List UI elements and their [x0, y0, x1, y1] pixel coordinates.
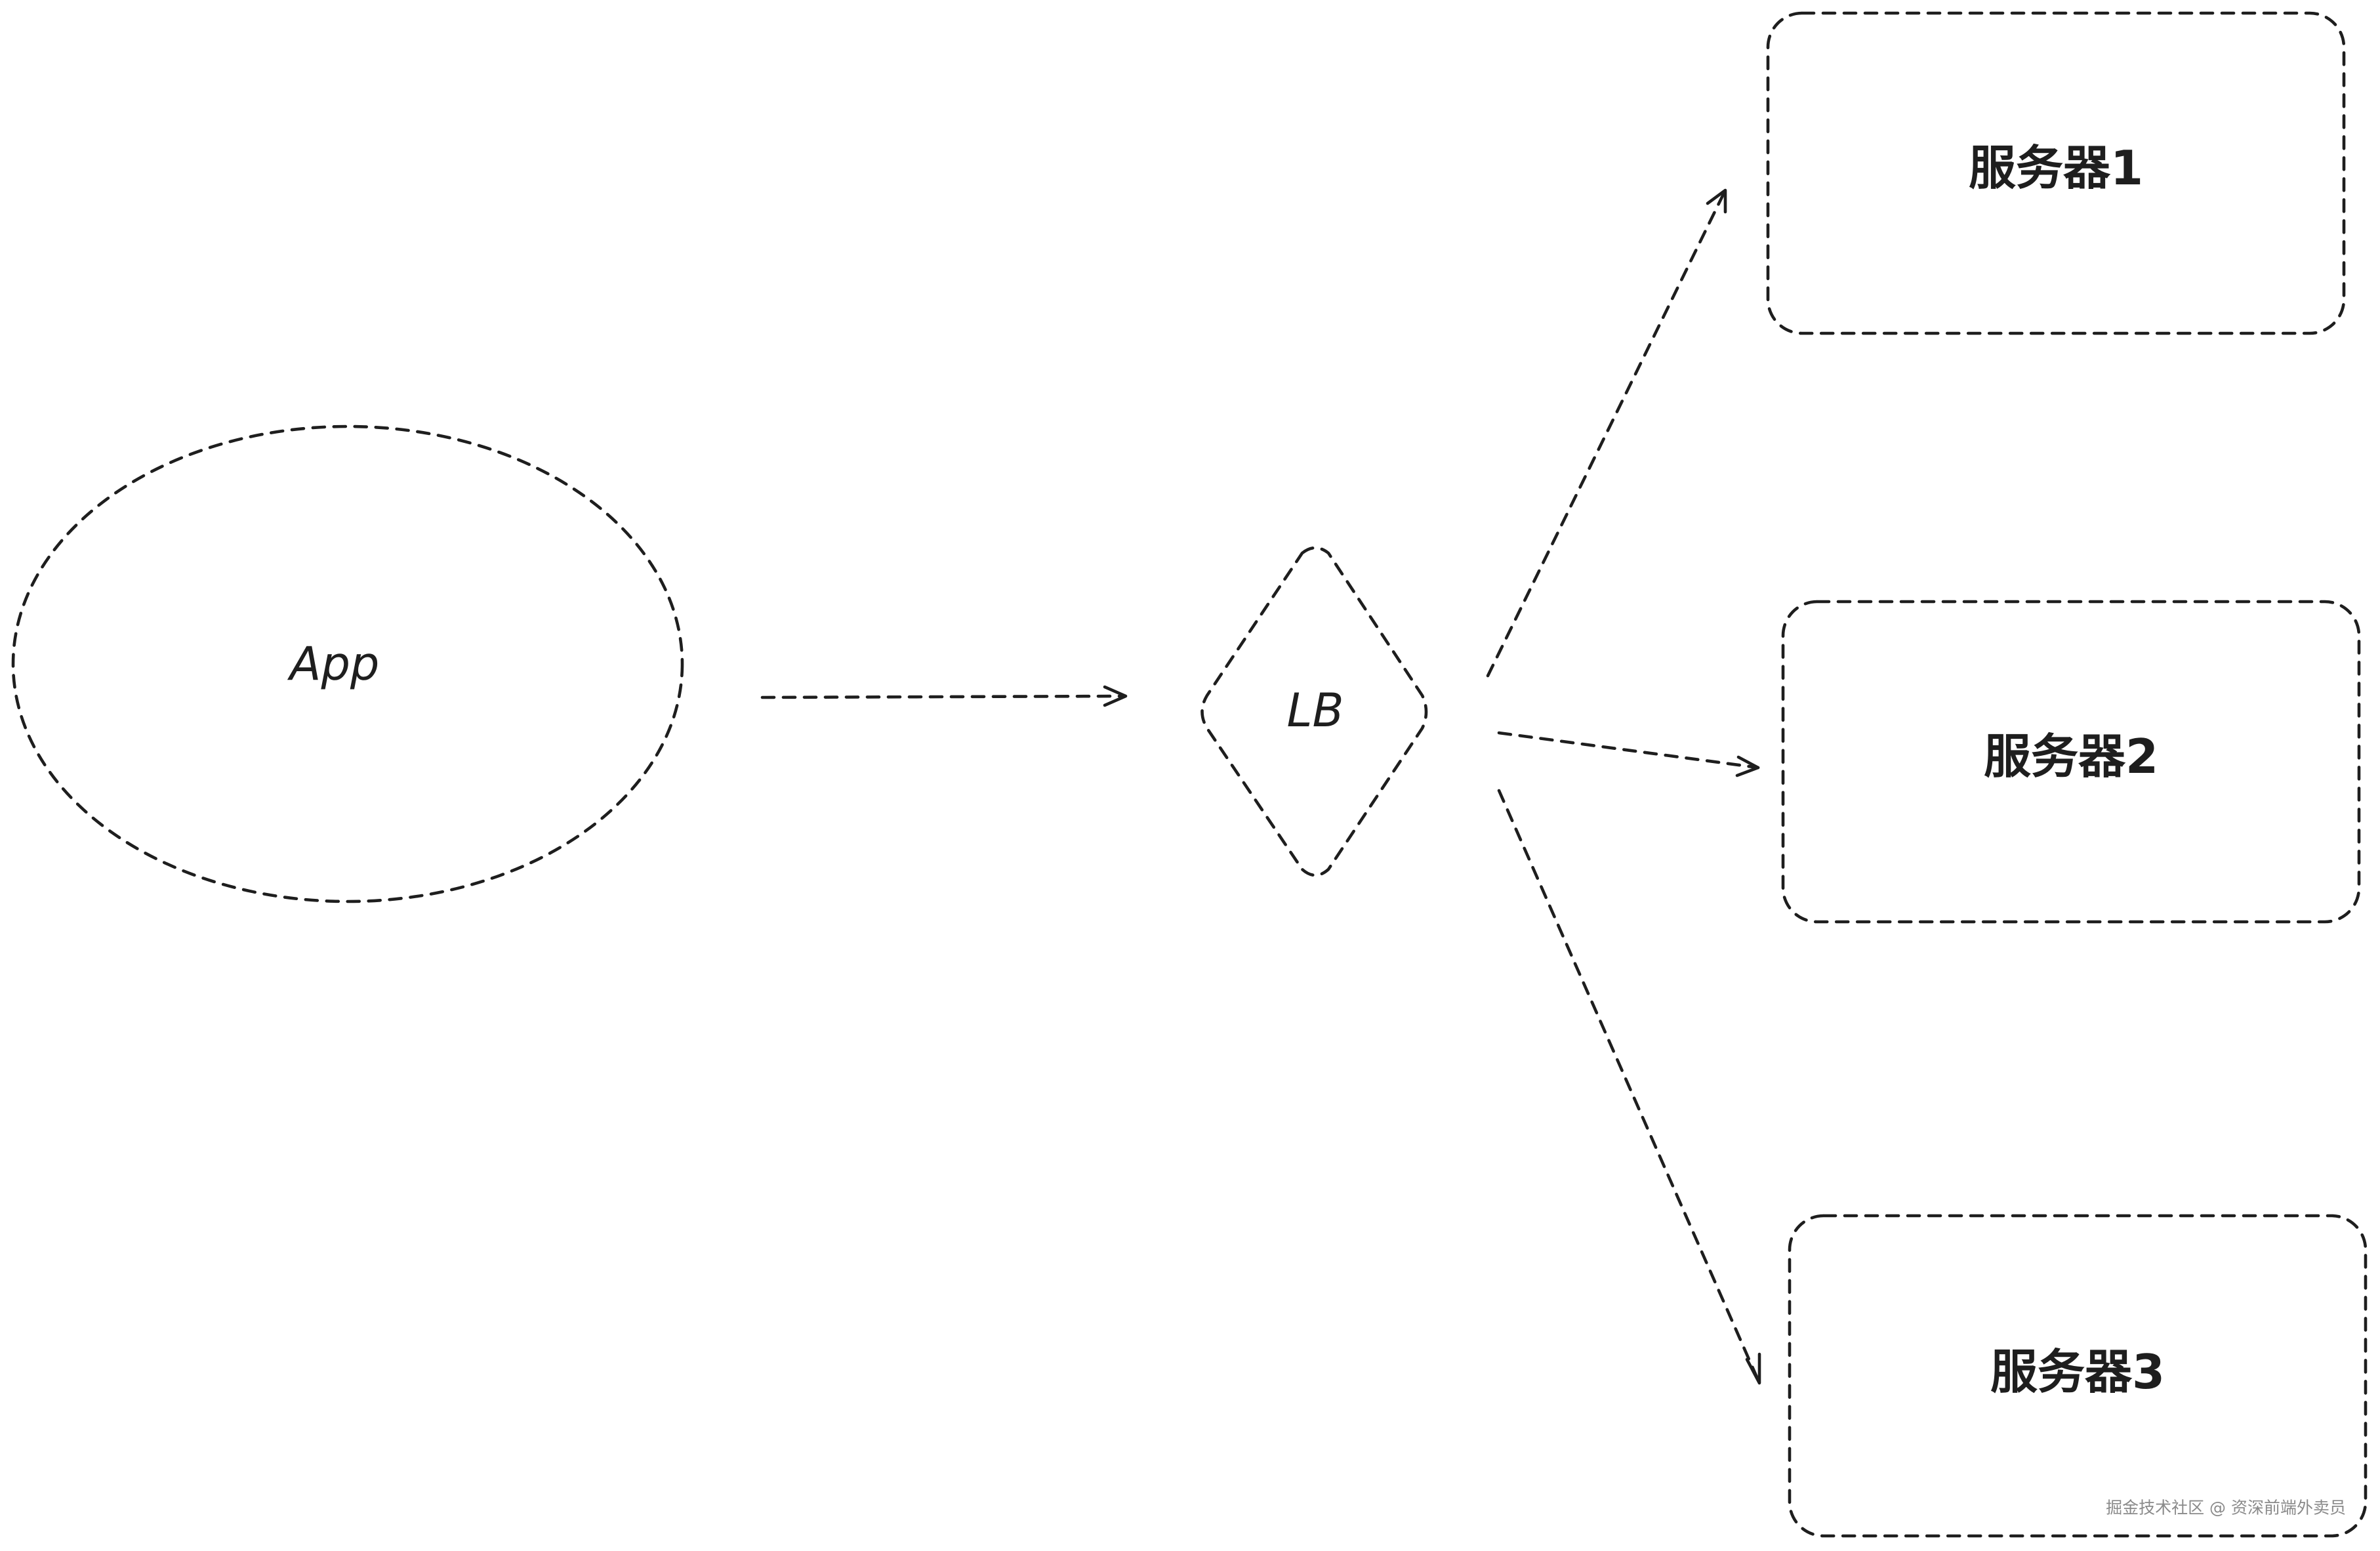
- arrow-lb-to-server2: [1497, 731, 1760, 777]
- arrow-head: [1103, 685, 1128, 707]
- server2-box: [1781, 600, 2361, 924]
- watermark: 掘金技术社区 @ 资深前端外卖员: [2106, 1499, 2346, 1518]
- server2-node[interactable]: 服务器2: [1781, 600, 2361, 924]
- app-ellipse: [11, 424, 684, 903]
- server3-box: [1788, 1214, 2368, 1538]
- arrow-head: [1706, 188, 1727, 214]
- arrow-lb-to-server1: [1486, 188, 1727, 678]
- lb-label: LB: [1286, 684, 1344, 737]
- server3-node[interactable]: 服务器3: [1788, 1214, 2368, 1538]
- arrow-lb-to-server3: [1497, 789, 1761, 1385]
- arrow-app-to-lb: [760, 685, 1128, 707]
- server1-label: 服务器1: [1969, 140, 2143, 196]
- server1-node[interactable]: 服务器1: [1766, 11, 2346, 335]
- server2-label: 服务器2: [1984, 729, 2158, 784]
- lb-diamond: [1200, 546, 1428, 877]
- arrow-head: [1745, 1352, 1761, 1385]
- arrow-head: [1735, 755, 1760, 777]
- server1-box: [1766, 11, 2346, 335]
- lb-node[interactable]: LB: [1200, 546, 1428, 877]
- app-label: App: [287, 637, 380, 691]
- server3-label: 服务器3: [1990, 1344, 2165, 1399]
- app-node[interactable]: App: [11, 424, 684, 903]
